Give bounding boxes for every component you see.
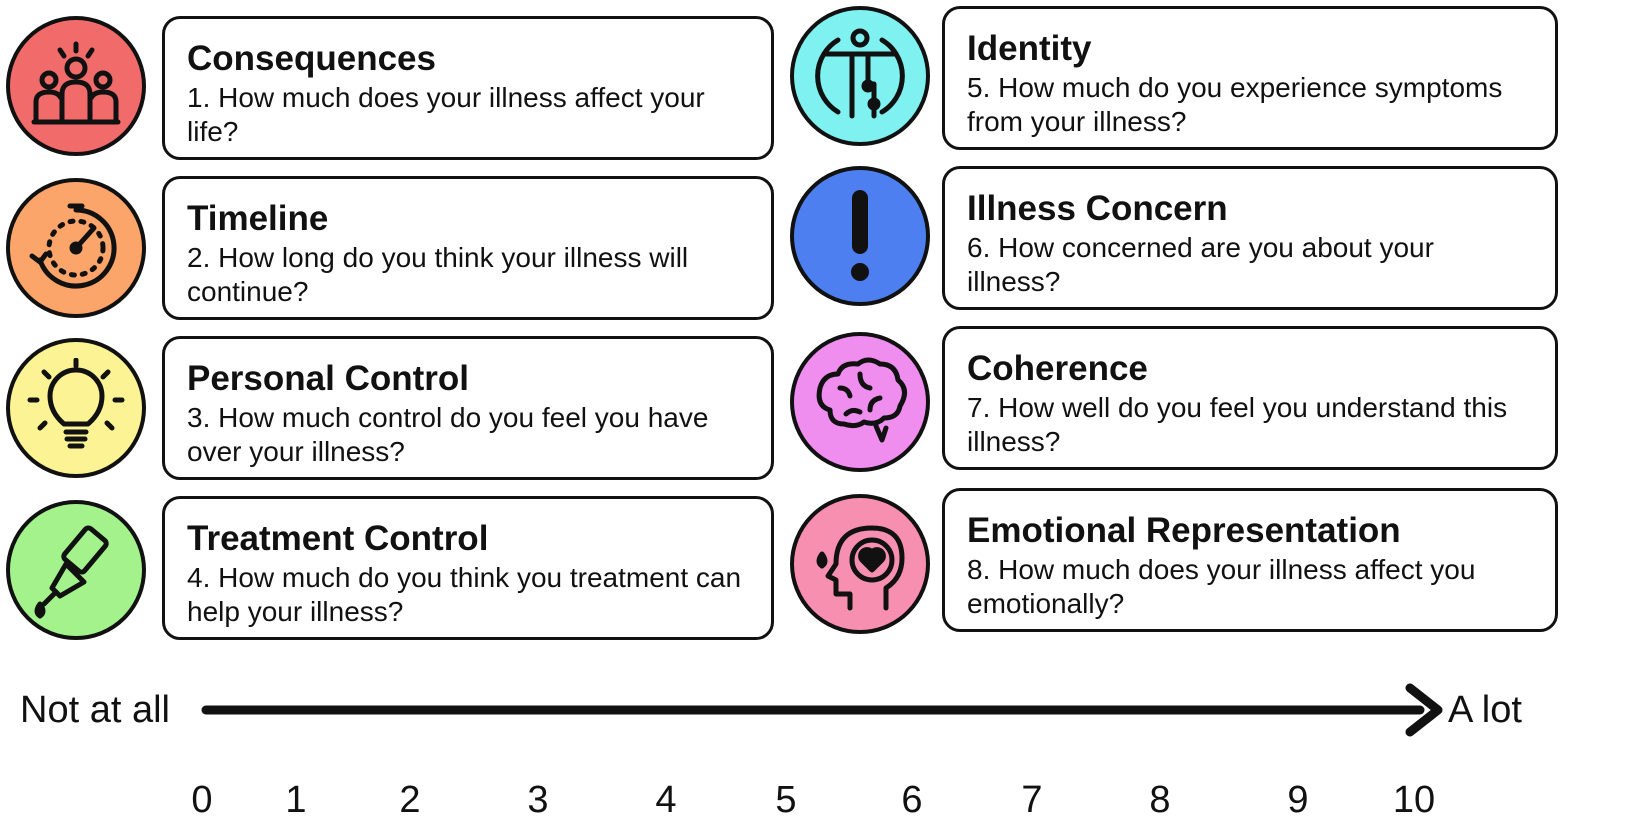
scale-tick: 6 <box>901 779 923 821</box>
card-question: 3. How much control do you feel you have… <box>187 402 709 467</box>
card-timeline: Timeline 2. How long do you think your i… <box>162 176 774 320</box>
card-consequences: Consequences 1. How much does your illne… <box>162 16 774 160</box>
card-title: Coherence <box>967 349 1148 388</box>
scale-tick: 5 <box>775 779 797 821</box>
card-question: 4. How much do you think you treatment c… <box>187 562 742 627</box>
scale-tick: 1 <box>285 779 307 821</box>
card-question: 5. How much do you experience symptoms f… <box>967 72 1503 137</box>
card-question: 6. How concerned are you about your illn… <box>967 232 1434 297</box>
scale-tick: 3 <box>527 779 549 821</box>
card-title: Emotional Representation <box>967 511 1401 550</box>
scale-tick: 10 <box>1392 779 1436 821</box>
scale-max-label: A lot <box>1448 689 1522 731</box>
scale-min-label: Not at all <box>20 689 170 731</box>
coherence-icon-circle <box>790 332 930 472</box>
card-question: 8. How much does your illness affect you… <box>967 554 1476 619</box>
card-title: Identity <box>967 29 1092 68</box>
scale-tick: 7 <box>1021 779 1043 821</box>
scale-tick: 8 <box>1149 779 1171 821</box>
card-title: Illness Concern <box>967 189 1228 228</box>
card-illness-concern: Illness Concern 6. How concerned are you… <box>942 166 1558 310</box>
card-title: Treatment Control <box>187 519 489 558</box>
emotional-representation-icon-circle <box>790 494 930 634</box>
scale-tick: 4 <box>655 779 677 821</box>
head-heart-icon <box>816 525 905 611</box>
card-question: 2. How long do you think your illness wi… <box>187 242 689 307</box>
card-title: Personal Control <box>187 359 469 398</box>
card-emotional-representation: Emotional Representation 8. How much doe… <box>942 488 1558 632</box>
scale-tick: 9 <box>1287 779 1309 821</box>
card-question: 7. How well do you feel you understand t… <box>967 392 1508 457</box>
stopwatch-icon <box>29 203 117 289</box>
card-question: 1. How much does your illness affect you… <box>187 82 705 147</box>
consequences-icon-circle <box>6 16 146 156</box>
card-title: Consequences <box>187 39 436 78</box>
people-sun-icon <box>31 41 121 125</box>
timeline-icon-circle <box>6 178 146 318</box>
personal-control-icon-circle <box>6 338 146 478</box>
brain-icon <box>816 357 907 443</box>
lightbulb-icon <box>27 358 125 449</box>
scale-tick: 2 <box>399 779 421 821</box>
treatment-control-icon-circle <box>6 500 146 640</box>
card-title: Timeline <box>187 199 329 238</box>
card-identity: Identity 5. How much do you experience s… <box>942 6 1558 150</box>
exclamation-icon <box>851 190 869 281</box>
dropper-icon <box>34 525 109 619</box>
card-personal-control: Personal Control 3. How much control do … <box>162 336 774 480</box>
body-circuit-icon <box>815 28 905 119</box>
illness-concern-icon-circle <box>790 166 930 306</box>
identity-icon-circle <box>790 6 930 146</box>
scale-tick: 0 <box>191 779 213 821</box>
card-coherence: Coherence 7. How well do you feel you un… <box>942 326 1558 470</box>
card-treatment-control: Treatment Control 4. How much do you thi… <box>162 496 774 640</box>
